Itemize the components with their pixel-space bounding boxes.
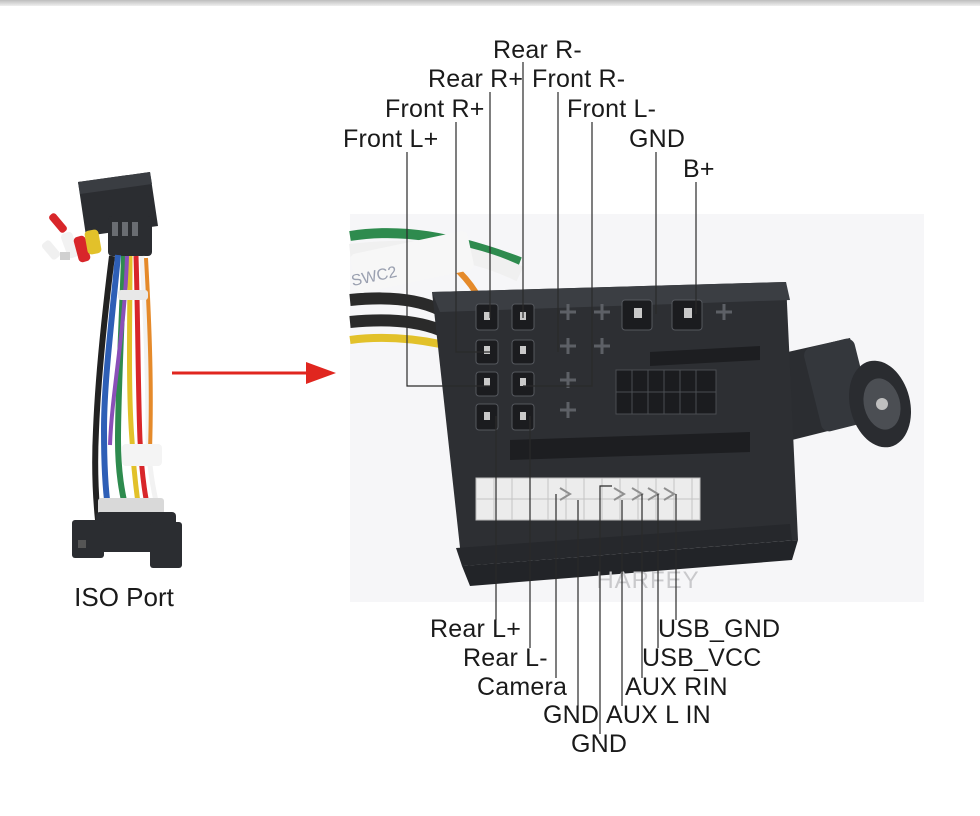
label-gnd-1: GND	[543, 701, 600, 729]
label-b-plus: B+	[683, 155, 715, 183]
label-front-r-minus: Front R-	[532, 65, 626, 93]
label-usb-gnd: USB_GND	[658, 615, 781, 643]
label-front-l-minus: Front L-	[567, 95, 657, 123]
watermark: HARFEY	[596, 567, 699, 594]
leader-front-l-minus	[523, 122, 593, 387]
label-gnd-2: GND	[571, 730, 628, 758]
leader-front-r-plus	[455, 122, 490, 353]
label-camera: Camera	[477, 673, 568, 701]
label-rear-r-plus: Rear R+	[428, 65, 524, 93]
label-rear-l-minus: Rear L-	[463, 644, 548, 672]
label-aux-rin: AUX RIN	[625, 673, 728, 701]
label-front-r-plus: Front R+	[385, 95, 485, 123]
label-gnd-top: GND	[629, 125, 686, 153]
top-border	[0, 0, 980, 6]
leader-gnd-2	[599, 485, 612, 734]
label-usb-vcc: USB_VCC	[642, 644, 762, 672]
leader-lines	[406, 62, 697, 734]
iso-port-caption: ISO Port	[74, 582, 174, 612]
connector-image: SWC2	[349, 214, 924, 602]
leader-front-l-plus	[406, 152, 490, 387]
label-rear-l-plus: Rear L+	[430, 615, 522, 643]
label-front-l-plus: Front L+	[343, 125, 439, 153]
label-aux-l-in: AUX L IN	[606, 701, 711, 729]
arrow	[172, 362, 336, 384]
iso-harness-image	[41, 172, 182, 568]
label-rear-r-minus: Rear R-	[493, 36, 582, 64]
